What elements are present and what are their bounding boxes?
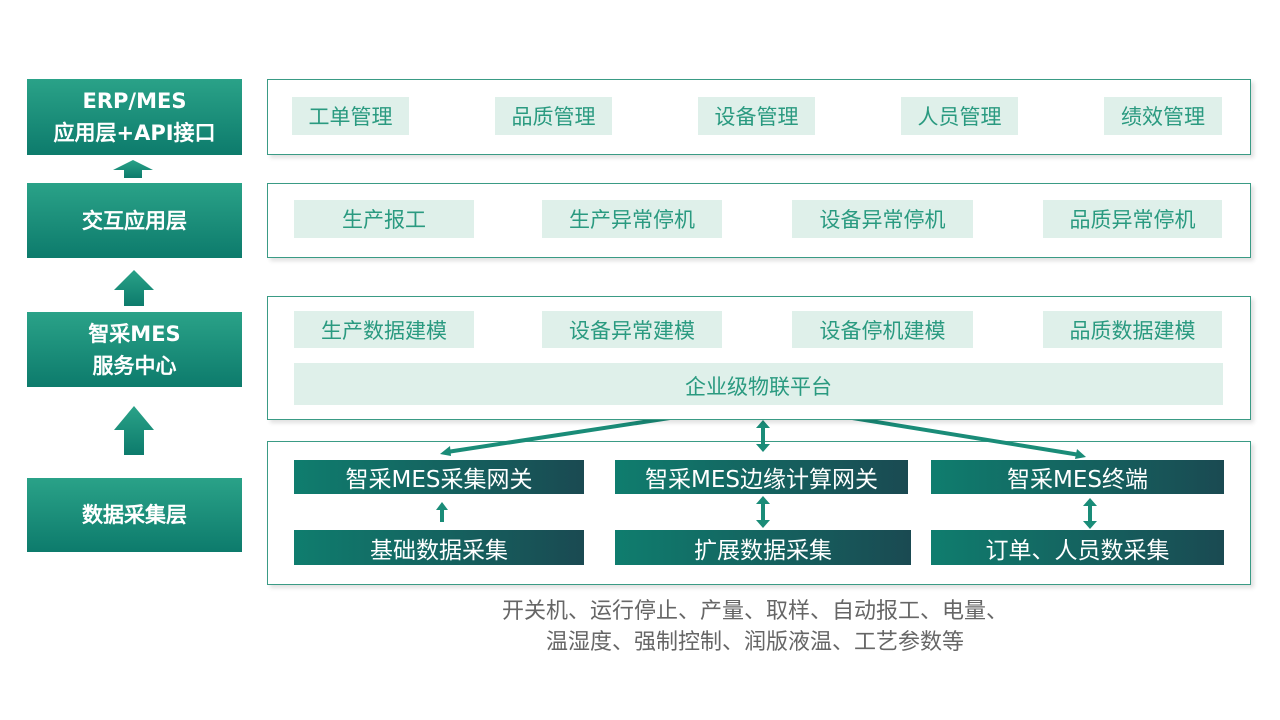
layer-data-collection: 数据采集层 bbox=[27, 478, 242, 552]
iot-platform: 企业级物联平台 bbox=[294, 363, 1223, 405]
chip-production-report: 生产报工 bbox=[294, 200, 474, 238]
chip-personnel: 人员管理 bbox=[901, 97, 1018, 135]
up-arrow-icon bbox=[114, 406, 154, 455]
layer-label: 智采MES bbox=[88, 321, 181, 346]
chip-production-stop: 生产异常停机 bbox=[542, 200, 722, 238]
chip-model: 品质数据建模 bbox=[1043, 311, 1222, 348]
up-arrow-icon bbox=[113, 160, 153, 178]
layer-interaction: 交互应用层 bbox=[27, 183, 242, 258]
chip-quality-stop: 品质异常停机 bbox=[1043, 200, 1222, 238]
up-arrow-icon bbox=[114, 270, 154, 306]
layer-label: 数据采集层 bbox=[82, 503, 187, 527]
layer-erp-mes: ERP/MES 应用层+API接口 bbox=[27, 79, 242, 155]
chip-quality: 品质管理 bbox=[495, 97, 612, 135]
chip-performance: 绩效管理 bbox=[1104, 97, 1222, 135]
chip-equipment: 设备管理 bbox=[698, 97, 815, 135]
source-basic: 基础数据采集 bbox=[294, 530, 584, 565]
source-order-personnel: 订单、人员数采集 bbox=[931, 530, 1224, 565]
chip-model: 生产数据建模 bbox=[294, 311, 474, 348]
source-extended: 扩展数据采集 bbox=[615, 530, 911, 565]
gateway-edge: 智采MES边缘计算网关 bbox=[615, 460, 908, 494]
caption-line-2: 温湿度、强制控制、润版液温、工艺参数等 bbox=[545, 630, 964, 655]
layer-label: 应用层+API接口 bbox=[53, 121, 216, 145]
caption-line-1: 开关机、运行停止、产量、取样、自动报工、电量、 bbox=[501, 599, 1008, 624]
gateway-collection: 智采MES采集网关 bbox=[294, 460, 584, 494]
layer-label: 交互应用层 bbox=[82, 208, 187, 233]
chip-model: 设备停机建模 bbox=[792, 311, 973, 348]
chip-work-order: 工单管理 bbox=[292, 97, 409, 135]
layer-service-center: 智采MES 服务中心 bbox=[27, 312, 242, 387]
gateway-terminal: 智采MES终端 bbox=[931, 460, 1224, 494]
chip-equipment-stop: 设备异常停机 bbox=[792, 200, 973, 238]
layer-label: ERP/MES bbox=[82, 89, 187, 113]
layer-label: 服务中心 bbox=[92, 353, 177, 378]
chip-model: 设备异常建模 bbox=[542, 311, 722, 348]
